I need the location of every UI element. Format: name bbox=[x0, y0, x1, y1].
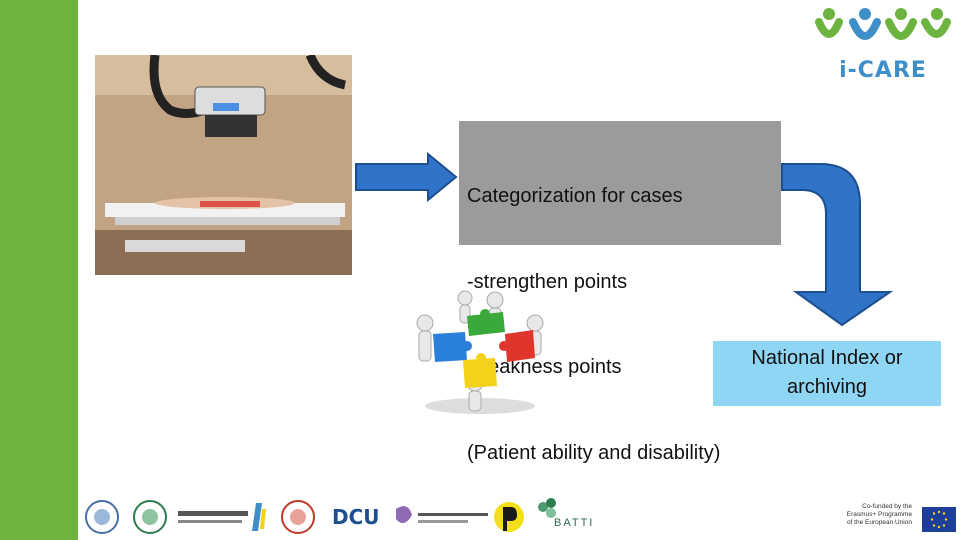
eu-cofund-text: Co-funded by the Erasmus+ Programme of t… bbox=[762, 503, 912, 527]
rehabilitation-institute-logo bbox=[390, 499, 490, 535]
yellow-partner-logo bbox=[493, 499, 525, 535]
national-index-box: National Index or archiving bbox=[713, 341, 941, 406]
icare-logo-text: i-CARE bbox=[815, 58, 951, 83]
side-accent-bar bbox=[0, 0, 78, 540]
curved-down-arrow-icon bbox=[780, 160, 895, 333]
dcu-logo: DCU bbox=[332, 505, 380, 529]
batti-logo-text: BATTI bbox=[554, 517, 594, 529]
university-seal-logo-3 bbox=[280, 499, 316, 535]
national-index-line: National Index or bbox=[713, 344, 941, 373]
university-college-applied-sciences-logo bbox=[178, 499, 268, 535]
university-seal-logo-1 bbox=[84, 499, 120, 535]
partner-logos-strip: DCU BATTI Co-funded by the Erasmus+ Prog… bbox=[80, 495, 960, 540]
right-arrow-icon bbox=[354, 152, 458, 207]
categorization-box: Categorization for cases -strengthen poi… bbox=[459, 121, 781, 245]
puzzle-teamwork-illustration bbox=[405, 288, 555, 423]
archiving-line: archiving bbox=[713, 373, 941, 402]
eu-flag-icon bbox=[922, 507, 956, 532]
categorization-title: Categorization for cases bbox=[467, 182, 781, 211]
university-seal-logo-2 bbox=[132, 499, 168, 535]
patient-ability-line: (Patient ability and disability) bbox=[467, 439, 781, 468]
icare-logo: i-CARE bbox=[815, 6, 951, 86]
xray-patient-photo bbox=[95, 55, 352, 275]
